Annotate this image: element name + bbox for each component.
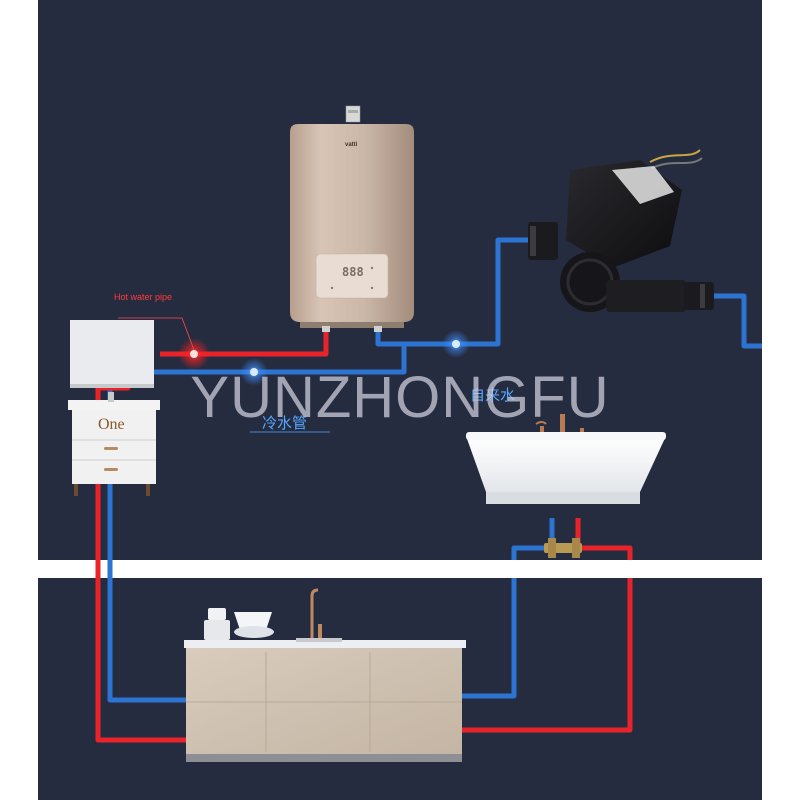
hot-pipe-bathtub-riser — [575, 518, 633, 560]
valve-icon — [544, 538, 582, 558]
hot-pipe-kitchen-supply — [462, 578, 633, 733]
cold-pipe-kitchen-supply — [462, 578, 517, 699]
cold-water-pipe-label: 冷水管 — [262, 414, 308, 432]
cold-pipe-heater-to-pump — [375, 237, 528, 347]
hot-pipe-heater-outlet — [160, 326, 329, 357]
faucet-icon — [296, 588, 342, 642]
tap-water-label: 自来水 — [470, 386, 516, 404]
heater-brand-logo: vatti — [345, 142, 358, 148]
cold-pipe-bathtub-riser — [511, 518, 555, 560]
hot-water-pipe-label: Hot water pipe — [114, 292, 173, 302]
heater-display: 888 — [342, 265, 364, 279]
hot-water-heater-icon: 888 — [290, 105, 414, 332]
watermark: YUNZHONGFU — [190, 365, 610, 430]
hot-pipe-callout-line — [118, 317, 195, 351]
cabinet-text-label: One — [98, 416, 125, 433]
bathtub-icon — [466, 414, 666, 504]
vanity-cabinet-icon — [68, 320, 160, 496]
kitchen-cabinet-icon — [184, 640, 466, 762]
dishes-icon — [204, 608, 274, 640]
circulation-pump-icon — [528, 149, 714, 312]
cold-pipe-pump-outlet — [714, 293, 762, 349]
